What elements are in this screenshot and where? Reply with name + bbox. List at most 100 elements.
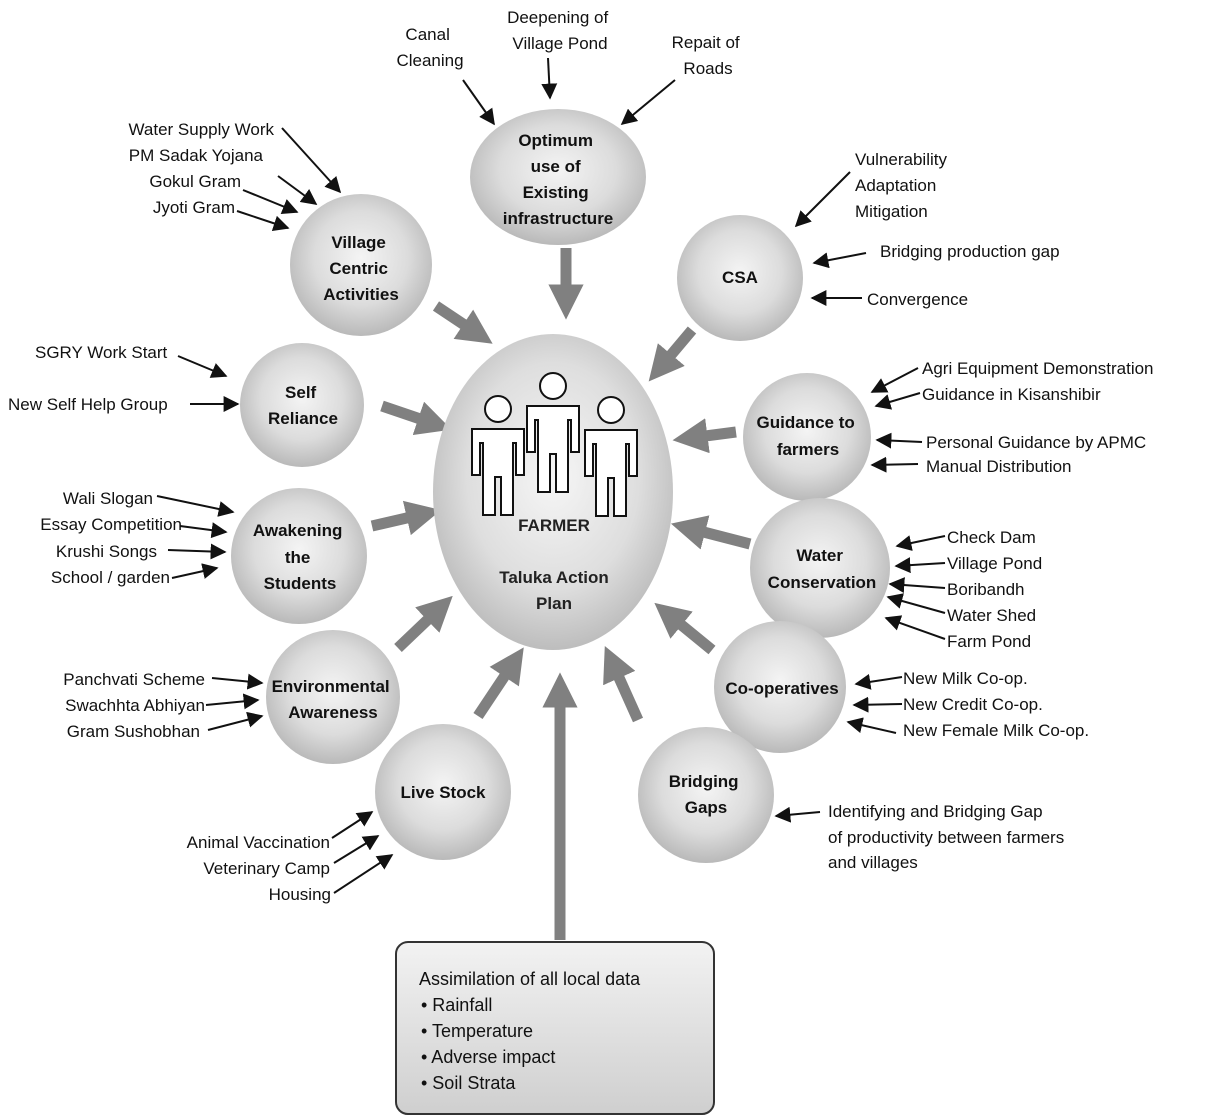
bubble-env (266, 630, 400, 764)
center-title: FARMER (518, 516, 590, 535)
input-label: New Female Milk Co-op. (903, 721, 1089, 740)
local-data-item: • Temperature (421, 1021, 533, 1041)
input-label: Farm Pond (947, 632, 1031, 651)
svg-text:Deepening of Village Pon: Deepening of Village Pond (507, 8, 613, 53)
input-label: School / garden (51, 568, 170, 587)
thick-arrow-livestock (473, 647, 524, 720)
thick-arrow-coop (654, 602, 716, 655)
center-subtitle-line2: Plan (536, 594, 572, 613)
gaps-line: Bridging (669, 772, 739, 791)
water-line: Conservation (768, 573, 877, 592)
svg-text:Canal Cleaning: Canal Cleaning (396, 25, 463, 70)
optimum-line: use of (531, 157, 581, 176)
self-reliance-line: Reliance (268, 409, 338, 428)
input-label: Swachhta Abhiyan (65, 696, 205, 715)
input-label: Panchvati Scheme (63, 670, 205, 689)
thick-arrow-students (370, 500, 442, 536)
input-label: Bridging production gap (880, 242, 1060, 261)
thick-arrows (370, 248, 752, 940)
input-label: Identifying and Bridging Gap (828, 802, 1043, 821)
thick-arrow-water (670, 515, 752, 550)
local-data-item: • Adverse impact (421, 1047, 555, 1067)
input-label: Mitigation (855, 202, 928, 221)
optimum-line: Existing (523, 183, 589, 202)
input-label: SGRY Work Start (35, 343, 168, 362)
input-repait: Repait of (672, 33, 740, 52)
svg-text:Self Reliance: Self Reliance (268, 383, 338, 428)
bubble-gaps (638, 727, 774, 863)
gaps-line: Gaps (685, 798, 728, 817)
svg-text:Optimum use of Exi: Optimum use of Existing infrastructure (503, 131, 614, 228)
bubble-coop (714, 621, 846, 753)
input-label: and villages (828, 853, 918, 872)
activity-bubbles (231, 109, 890, 863)
bubble-optimum (470, 109, 646, 245)
input-label: Check Dam (947, 528, 1036, 547)
bubble-self-reliance (240, 343, 364, 467)
input-label: Wali Slogan (63, 489, 153, 508)
bubble-students (231, 488, 367, 624)
students-line: the (285, 548, 311, 567)
farmer-figures-icon (471, 372, 638, 517)
village-line: Activities (323, 285, 399, 304)
svg-text:Awakening the Stud: Awakening the Students (253, 521, 347, 593)
input-label: Essay Competition (40, 515, 182, 534)
input-label: Adaptation (855, 176, 936, 195)
svg-text:Repait of Roads: Repait of Roads (672, 33, 745, 78)
input-label: Water Shed (947, 606, 1036, 625)
self-reliance-line: Self (285, 383, 317, 402)
env-line: Environmental (272, 677, 390, 696)
optimum-line: infrastructure (503, 209, 614, 228)
guidance-line: farmers (777, 440, 839, 459)
bubble-livestock (375, 724, 511, 860)
input-label: of productivity between farmers (828, 828, 1064, 847)
optimum-line: Optimum (518, 131, 593, 150)
input-label: Convergence (867, 290, 968, 309)
input-label: Manual Distribution (926, 457, 1072, 476)
livestock-line: Live Stock (400, 783, 486, 802)
thick-arrow-self-reliance (380, 400, 452, 436)
input-label: Animal Vaccination (187, 833, 330, 852)
local-data-item: • Rainfall (421, 995, 492, 1015)
input-label: New Self Help Group (8, 395, 168, 414)
bubble-labels: Optimum use of Existing infrastructure V… (253, 131, 876, 817)
input-label: Personal Guidance by APMC (926, 433, 1146, 452)
local-data-title: Assimilation of all local data (419, 969, 641, 989)
input-label: Vulnerability (855, 150, 947, 169)
village-line: Centric (329, 259, 388, 278)
students-line: Students (264, 574, 337, 593)
input-label: New Credit Co-op. (903, 695, 1043, 714)
local-data-item: • Soil Strata (421, 1073, 516, 1093)
local-data-box (395, 941, 715, 1115)
input-labels: Canal Cleaning Deepening of Village Pond… (8, 8, 1154, 904)
input-label: PM Sadak Yojana (129, 146, 264, 165)
thick-arrow-village (432, 301, 493, 344)
input-label: Village Pond (947, 554, 1042, 573)
thick-arrow-csa (648, 326, 697, 382)
svg-text:Water Conservation: Water Conservation (768, 546, 877, 592)
guidance-line: Guidance to (757, 413, 855, 432)
input-canal-cleaning: Canal (405, 25, 449, 44)
input-arrows (156, 57, 946, 894)
input-label: Water Supply Work (129, 120, 275, 139)
water-line: Water (796, 546, 843, 565)
input-label: Housing (269, 885, 331, 904)
input-label: Gokul Gram (149, 172, 241, 191)
thick-arrow-guidance (672, 418, 737, 454)
bubble-csa (677, 215, 803, 341)
coop-line: Co-operatives (725, 679, 838, 698)
input-label: Jyoti Gram (153, 198, 235, 217)
input-label: Gram Sushobhan (67, 722, 200, 741)
thick-arrow-env (394, 595, 453, 652)
svg-text:Guidance to farmers: Guidance to farmers (757, 413, 860, 459)
input-label: Boribandh (947, 580, 1025, 599)
bubble-village (290, 194, 432, 336)
center-subtitle-line1: Taluka Action (499, 568, 609, 587)
bubble-guidance (743, 373, 871, 501)
thick-arrow-gaps (603, 645, 644, 723)
village-line: Village (331, 233, 386, 252)
input-label: New Milk Co-op. (903, 669, 1028, 688)
input-deepening: Deepening of (507, 8, 608, 27)
students-line: Awakening (253, 521, 342, 540)
